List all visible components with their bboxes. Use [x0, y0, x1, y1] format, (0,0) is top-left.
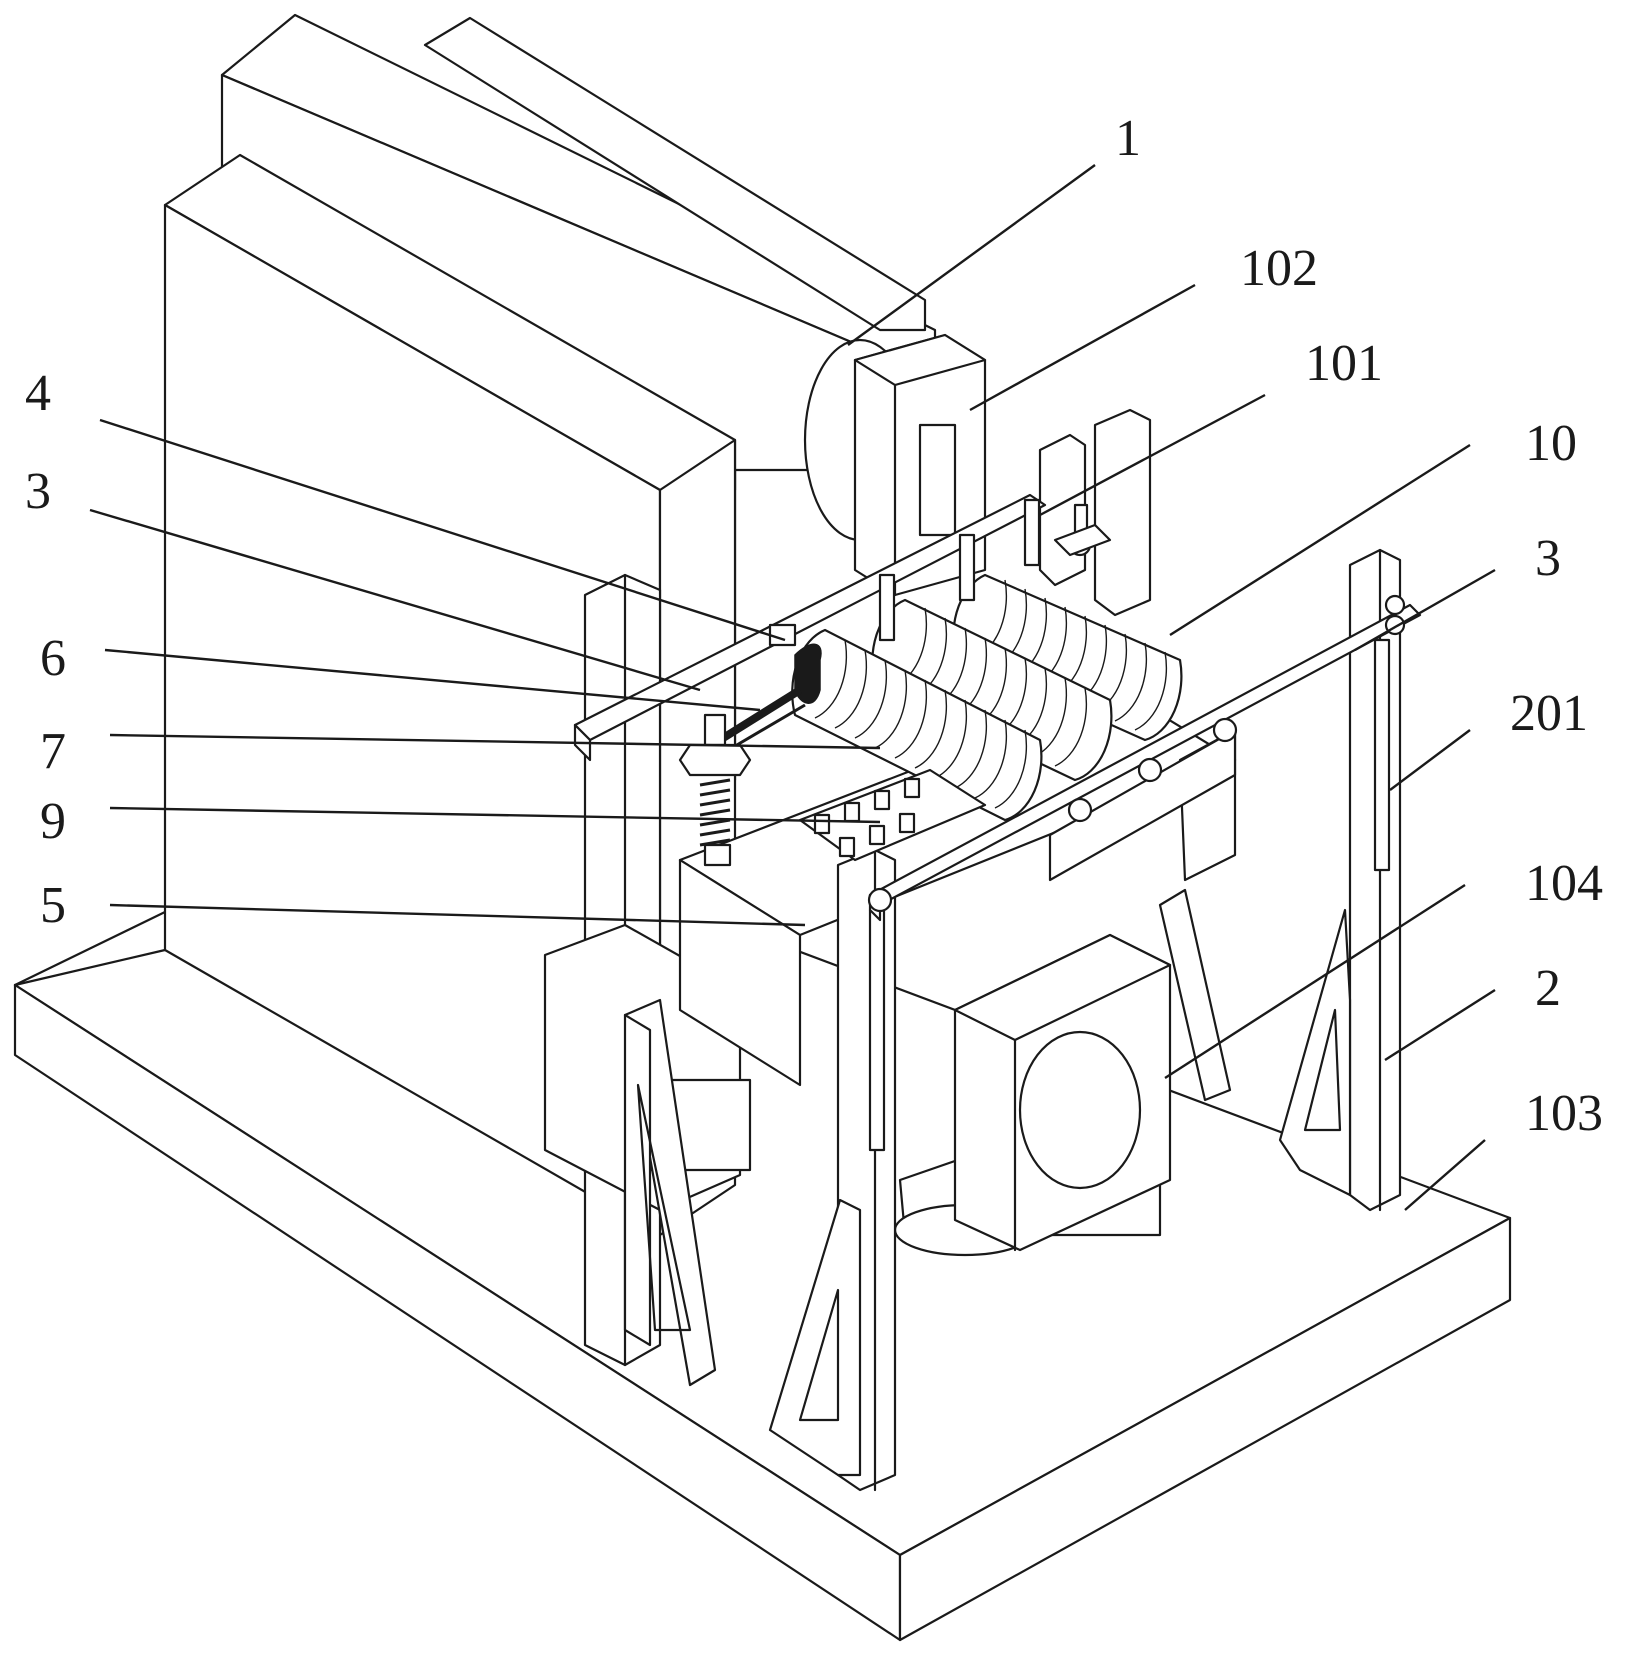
label-104: 104 [1525, 855, 1603, 912]
label-6: 6 [40, 630, 66, 687]
label-7: 7 [40, 723, 66, 780]
label-102: 102 [1240, 240, 1318, 297]
label-103: 103 [1525, 1085, 1603, 1142]
label-201: 201 [1510, 685, 1588, 742]
label-2: 2 [1535, 960, 1561, 1017]
label-4: 4 [25, 365, 51, 422]
label-9: 9 [40, 793, 66, 850]
label-10: 10 [1525, 415, 1577, 472]
label-3-left: 3 [25, 463, 51, 520]
label-1: 1 [1115, 110, 1141, 167]
label-5: 5 [40, 877, 66, 934]
label-3-right: 3 [1535, 530, 1561, 587]
motor-housing [805, 335, 985, 595]
label-101: 101 [1305, 335, 1383, 392]
